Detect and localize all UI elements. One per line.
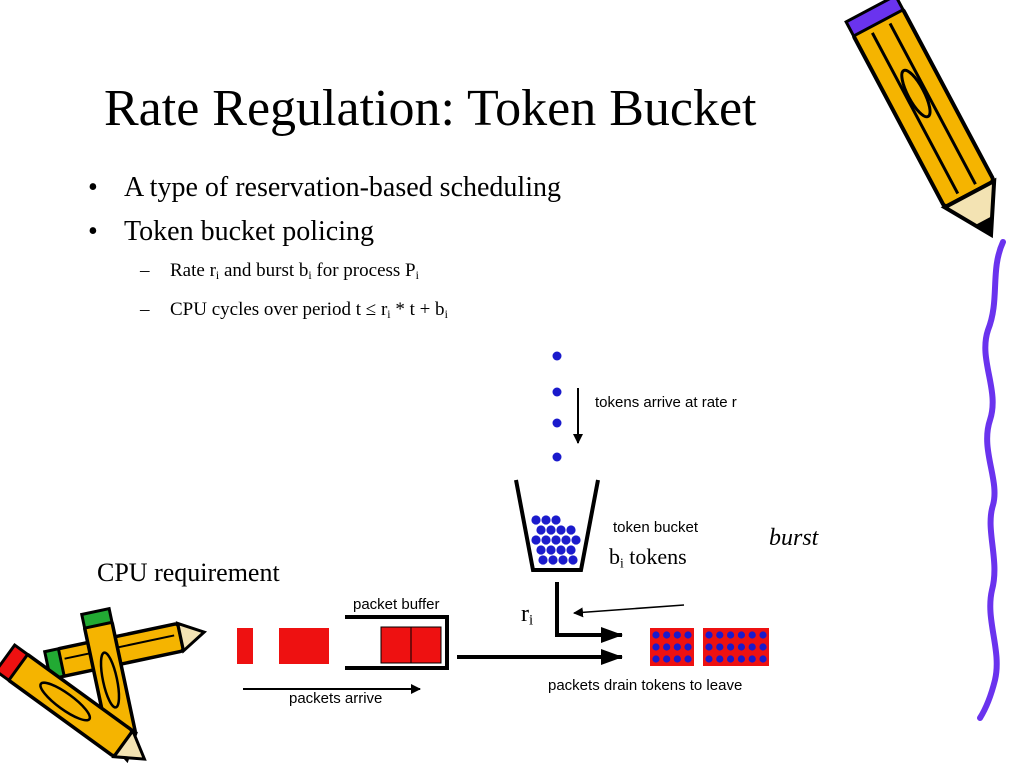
sub-bullet-item: –CPU cycles over period t ≤ ri * t + bi: [140, 293, 561, 332]
bucket-token: [541, 535, 551, 545]
bucket-token: [546, 525, 556, 535]
packet-token: [727, 655, 735, 663]
packet-token: [759, 655, 767, 663]
packet-token: [748, 631, 756, 639]
ri-label: ri: [521, 601, 534, 629]
packet-token: [652, 643, 660, 651]
packet-token: [663, 655, 671, 663]
slide-title: Rate Regulation: Token Bucket: [104, 80, 757, 137]
tokens-arrive-label: tokens arrive at rate r: [595, 394, 737, 411]
bucket-token: [566, 545, 576, 555]
bucket-token: [546, 545, 556, 555]
bullet-text: Token bucket policing: [124, 216, 374, 247]
packet: [279, 628, 329, 664]
token-dot: [552, 351, 562, 361]
token-dot: [552, 387, 562, 397]
pencil-icon: [844, 0, 997, 239]
bucket-token: [566, 525, 576, 535]
bullet-item: • A type of reservation-based scheduling: [88, 166, 561, 210]
packet-token: [673, 655, 681, 663]
bucket-token: [531, 535, 541, 545]
departing-packets: [650, 628, 769, 666]
packet-token: [759, 631, 767, 639]
packet-token: [673, 643, 681, 651]
bucket-token: [571, 535, 581, 545]
pencils-cluster-icon: [0, 606, 208, 764]
bucket-token: [548, 555, 558, 565]
arriving-tokens: [552, 351, 562, 462]
token-dot: [552, 418, 562, 428]
ri-pointer-arrow: [573, 604, 685, 618]
bucket-token: [551, 535, 561, 545]
packet-token: [673, 631, 681, 639]
packet-token: [737, 655, 746, 663]
token-dot: [552, 452, 562, 462]
packet: [410, 626, 442, 664]
bucket-token: [556, 525, 566, 535]
bucket-token: [538, 555, 548, 565]
sub-bullet-dash: –: [140, 260, 150, 281]
packet-token: [652, 631, 660, 639]
bucket-token: [568, 555, 578, 565]
bucket-tokens: [531, 515, 581, 565]
bullet-dot: •: [88, 216, 98, 247]
sub-bullet-text: CPU cycles over period t ≤ ri * t + bi: [170, 298, 448, 321]
packet-buffer: [345, 615, 449, 670]
packet: [237, 628, 253, 664]
packet-token: [684, 631, 692, 639]
sub-bullet-item: –Rate ri and burst bi for process Pi: [140, 254, 561, 293]
packet-token: [652, 655, 660, 663]
bucket-outline: [514, 479, 600, 572]
packet-token: [727, 643, 735, 651]
packet-token: [705, 643, 713, 651]
packets-arrive-label: packets arrive: [289, 690, 383, 707]
bucket-token: [531, 515, 541, 525]
bucket-exit-arrow: [555, 582, 623, 643]
packet-token: [705, 655, 713, 663]
packet-token: [705, 631, 713, 639]
packet-token: [737, 643, 746, 651]
bullet-text: A type of reservation-based scheduling: [124, 172, 561, 203]
bucket-token: [536, 545, 546, 555]
packet-token: [759, 643, 767, 651]
bullet-dot: •: [88, 172, 98, 203]
burst-label: burst: [769, 525, 819, 551]
bucket-token: [536, 525, 546, 535]
packet-token: [663, 631, 671, 639]
bi-tokens-label: bi tokens: [609, 544, 687, 571]
packets-drain-label: packets drain tokens to leave: [548, 677, 743, 694]
packet-token: [716, 631, 724, 639]
packet-buffer-label: packet buffer: [353, 596, 440, 613]
bucket-token: [556, 545, 566, 555]
cpu-requirement-label: CPU requirement: [97, 558, 280, 587]
bullet-item: • Token bucket policing: [88, 210, 561, 254]
sub-bullet-dash: –: [140, 298, 150, 320]
packet-token: [748, 655, 756, 663]
bucket-token: [558, 555, 568, 565]
bucket-token: [561, 535, 571, 545]
bullet-list: •A type of reservation-based scheduling …: [88, 166, 561, 332]
packet-token: [727, 631, 735, 639]
departing-packet: [703, 628, 769, 666]
packet-token: [684, 643, 692, 651]
packet-token: [684, 655, 692, 663]
packet-token: [716, 643, 724, 651]
packet-token: [737, 631, 746, 639]
bucket-token: [541, 515, 551, 525]
packet: [380, 626, 412, 664]
packet-token: [716, 655, 724, 663]
packet-token: [748, 643, 756, 651]
squiggle-line: [977, 239, 1006, 721]
sub-bullet-text: Rate ri and burst bi for process Pi: [170, 260, 419, 282]
bucket-token: [551, 515, 561, 525]
token-bucket-label: token bucket: [613, 519, 699, 536]
packet-token: [663, 643, 671, 651]
